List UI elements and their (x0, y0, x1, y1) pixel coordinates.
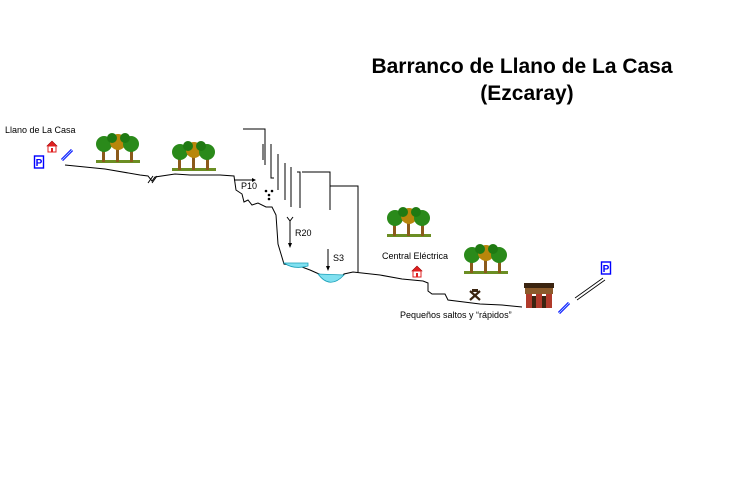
bridge-icon (524, 283, 554, 308)
house-icon (411, 265, 423, 278)
start-place-label: Llano de La Casa (5, 125, 76, 135)
walking-arrow-icon (60, 148, 74, 162)
parking-sign-icon: P (33, 155, 45, 169)
hammer-icon (469, 289, 481, 301)
exit-path (576, 279, 606, 301)
break-mark (147, 175, 154, 184)
walking-arrow-icon (557, 301, 571, 315)
tree-group-icon (172, 141, 216, 171)
canyon-profile (64, 164, 523, 308)
wall-line (270, 144, 274, 179)
tree-group-icon (96, 133, 140, 163)
r20-label: R20 (295, 228, 312, 238)
title-line-2: (Ezcaray) (480, 82, 573, 105)
pool-2 (317, 273, 345, 283)
wall-line (330, 185, 359, 272)
s3-arrowhead (326, 266, 330, 271)
wall-line (243, 128, 266, 165)
r20-arrowhead (288, 243, 292, 248)
parking-sign-icon: P (600, 261, 612, 275)
parking-symbol: P (36, 158, 43, 169)
bolts-icon (264, 189, 274, 201)
tree-group-icon (464, 244, 508, 274)
parking-symbol: P (603, 264, 610, 275)
s3-label: S3 (333, 253, 344, 263)
p10-label: P10 (241, 181, 257, 191)
wall-line (302, 171, 331, 210)
rapids-label: Pequeños saltos y “rápidos” (400, 310, 512, 320)
anchor-icon (286, 216, 294, 222)
tree-group-icon (387, 207, 431, 237)
house-icon (46, 140, 58, 153)
exit-path (574, 277, 604, 299)
p10-arrowhead (252, 178, 256, 182)
break-mark (151, 175, 158, 184)
title-line-1: Barranco de Llano de La Casa (371, 55, 672, 78)
pool-1 (282, 262, 309, 268)
power-station-label: Central Eléctrica (382, 251, 448, 261)
